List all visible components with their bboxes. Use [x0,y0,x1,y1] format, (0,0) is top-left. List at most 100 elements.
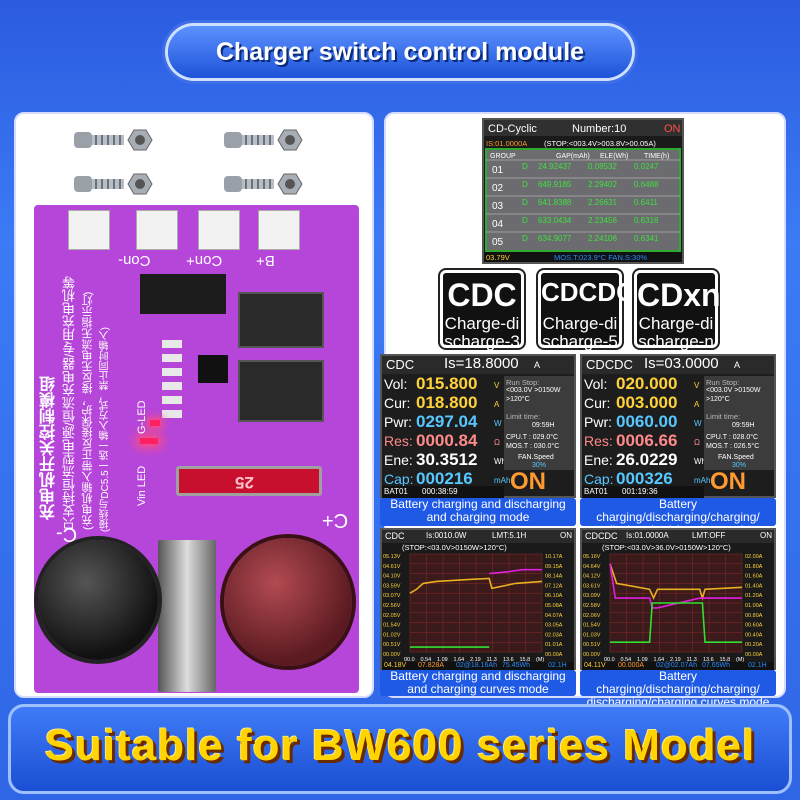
y-tick-left: 04.64V [583,564,601,570]
y-tick-right: 00.20A [745,642,763,648]
reading-unit: V [694,381,700,390]
y-tick-right: 09.15A [545,564,563,570]
y-tick-left: 00.51V [583,642,601,648]
reading-label: Res: [584,433,613,449]
table-cell: 0.0247 [634,162,659,171]
table-header: GAP(mAh) [556,153,590,160]
table-cell: D [522,198,528,207]
mode-label: CDCDC [585,531,618,541]
status-bar [382,662,574,672]
fan-label: FAN.Speed [718,454,754,461]
x-tick: 13.6 [703,657,714,663]
x-tick: 2.19 [470,657,481,663]
voltage-line [609,563,743,601]
y-tick-left: 00.00V [583,652,601,658]
fan-label: FAN.Speed [518,454,554,461]
badge-title: CDCDC [541,277,635,307]
table-header: GROUP [490,153,516,160]
mode-label: CDC [385,531,405,541]
stop-condition: <003.0V >0150W [706,387,761,394]
status-value: 75.45Wh [502,662,531,669]
cyclic-temp: MOS.T:023.9°C FAN.S:30% [554,253,647,262]
y-tick-right: 00.00A [545,652,563,658]
page-title: Charger switch control module [215,38,585,66]
on-status: ON [760,531,772,540]
limit-value: LMT:OFF [692,531,726,540]
table-cell: 634.9077 [538,234,572,243]
cpu-temp: CPU.T : 028.0°C [706,434,759,441]
reading-label: Pwr: [384,414,412,430]
reading-unit: Wh [694,457,706,466]
reading-value: 30.3512 [416,450,478,469]
pcb-note: (充电机输入带正反接保护，接反无电流无指示灯) [82,291,94,530]
cyclic-number: Number:10 [572,123,626,135]
x-tick: 0.54 [421,657,432,663]
y-tick-right: 01.60A [745,574,763,580]
set-value: Is:01.0000A [626,531,669,540]
c-minus-label: C- [56,523,78,545]
x-tick: 13.6 [503,657,514,663]
y-tick-right: 00.00A [745,652,763,658]
reading-unit: Ω [494,438,500,447]
reading-label: Pwr: [584,414,612,430]
reading-value: 015.800 [416,374,478,393]
y-tick-right: 03.05A [545,623,563,629]
y-tick-left: 01.03V [583,632,601,638]
table-cell: 24.92437 [538,162,572,171]
table-cell: 04 [492,219,504,230]
reading-label: Cap: [584,471,614,487]
table-header: TIME(h) [644,153,669,160]
x-tick: 1.09 [437,657,448,663]
y-tick-left: 04.10V [383,574,401,580]
screw-icon [74,129,153,151]
status-value: 07.65Wh [702,662,731,669]
info-panel [504,376,574,470]
pcb-note: 只支持恒流型电源/恒流充电器/专用充电机等 [62,275,77,530]
table-cell: 0.08532 [588,162,617,171]
mos-temp: MOS.T : 026.5°C [706,443,760,450]
footer-bar [382,486,504,498]
title-bar [484,120,682,136]
table-cell: 05 [492,237,504,248]
stat-caption-cdc: Battery charging and discharging and cha… [380,498,576,526]
y-tick-right: 01.40A [745,583,763,589]
badge-title: CDxn [637,277,721,313]
y-tick-left: 00.51V [383,642,401,648]
reading-unit: mAh [694,476,711,485]
table-cell: 03 [492,201,504,212]
screw-icon [224,129,303,151]
table-bg [485,148,681,252]
reading-value: 000216 [416,469,473,488]
badge-subtitle: Charge-di scharge-5 [542,314,618,351]
elapsed-time: 000:38:59 [422,487,458,496]
status-value: 02@02.07Ah [656,662,697,669]
reading-unit: Wh [494,457,506,466]
mosfet-chip [238,292,324,348]
stop-condition: (STOP:<03.0V>36.0V>0150W>120°C) [602,543,731,552]
reading-value: 0297.04 [416,412,478,431]
mode-label: CDCDC [586,357,633,372]
header-bar [382,530,574,543]
stat-caption-cdcdc: Battery charging/discharging/charging/ d… [580,498,776,537]
cyclic-on: ON [664,123,681,135]
on-status: ON [510,468,546,495]
table-header: ELE(Wh) [600,153,628,160]
stop-condition: <003.0V >0150W [506,387,561,394]
table-cell: 2.24106 [588,234,617,243]
reading-unit: V [494,381,500,390]
terminal-pad [68,210,110,250]
fan-value: 30% [732,462,747,469]
y-tick-right: 01.00A [745,603,763,609]
dc-jack [158,540,216,692]
footer-bar [484,252,682,262]
y-tick-left: 01.54V [383,623,401,629]
mos-temp: MOS.T : 030.0°C [506,443,560,450]
status-value: 04.11V [584,662,606,669]
terminal-label: Con+ [186,252,223,269]
reading-unit: W [694,419,702,428]
y-tick-right: 04.07A [545,613,563,619]
